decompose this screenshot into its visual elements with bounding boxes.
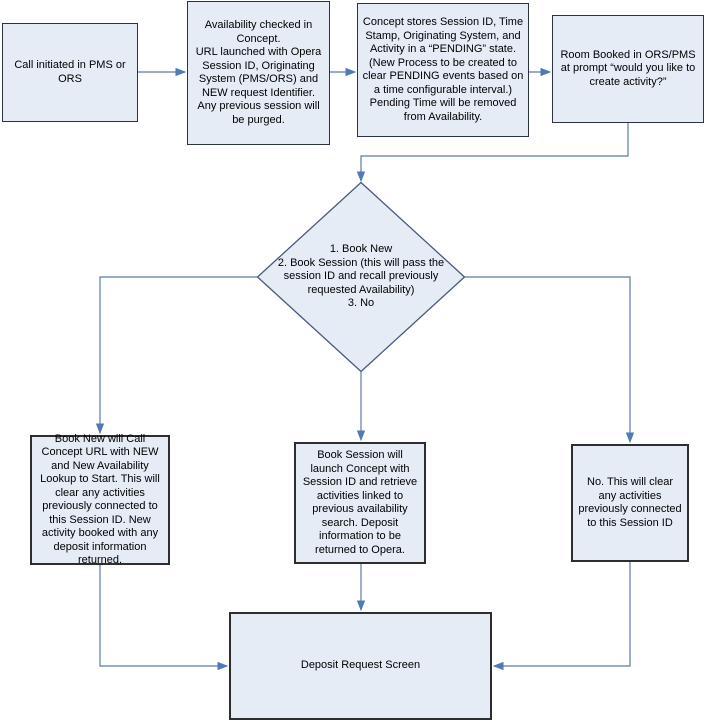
connector-decision-to-no bbox=[464, 276, 635, 444]
process-availability-checked-label: Availability checked in Concept. URL lau… bbox=[195, 19, 322, 126]
process-book-session-label: Book Session will launch Concept with Se… bbox=[302, 449, 418, 556]
process-book-new: Book New will Call Concept URL with NEW … bbox=[30, 432, 170, 567]
process-book-session: Book Session will launch Concept with Se… bbox=[294, 442, 426, 564]
process-book-new-label: Book New will Call Concept URL with NEW … bbox=[40, 432, 160, 567]
process-call-initiated: Call initiated in PMS or ORS bbox=[2, 23, 138, 122]
process-room-booked: Room Booked in ORS/PMS at prompt “would … bbox=[552, 15, 704, 123]
process-concept-stores-session: Concept stores Session ID, Time Stamp, O… bbox=[357, 3, 529, 137]
connector-booknew-to-deposit bbox=[99, 565, 229, 671]
connector-roombooked-to-decision bbox=[356, 123, 629, 183]
process-concept-stores-session-label: Concept stores Session ID, Time Stamp, O… bbox=[362, 16, 524, 123]
connector-no-to-deposit bbox=[492, 562, 631, 671]
process-room-booked-label: Room Booked in ORS/PMS at prompt “would … bbox=[560, 48, 696, 88]
decision-diamond-shape bbox=[256, 181, 466, 373]
process-deposit-request-screen-label: Deposit Request Screen bbox=[300, 659, 421, 672]
decision-book-options-label: 1. Book New 2. Book Session (this will p… bbox=[277, 243, 445, 310]
decision-book-options: 1. Book New 2. Book Session (this will p… bbox=[256, 181, 466, 373]
connector-decision-to-booknew bbox=[95, 276, 258, 435]
process-availability-checked: Availability checked in Concept. URL lau… bbox=[187, 1, 330, 145]
process-no-clear-activities-label: No. This will clear any activities previ… bbox=[578, 476, 682, 529]
process-no-clear-activities: No. This will clear any activities previ… bbox=[571, 444, 689, 562]
process-deposit-request-screen: Deposit Request Screen bbox=[229, 612, 492, 720]
process-call-initiated-label: Call initiated in PMS or ORS bbox=[14, 59, 126, 85]
